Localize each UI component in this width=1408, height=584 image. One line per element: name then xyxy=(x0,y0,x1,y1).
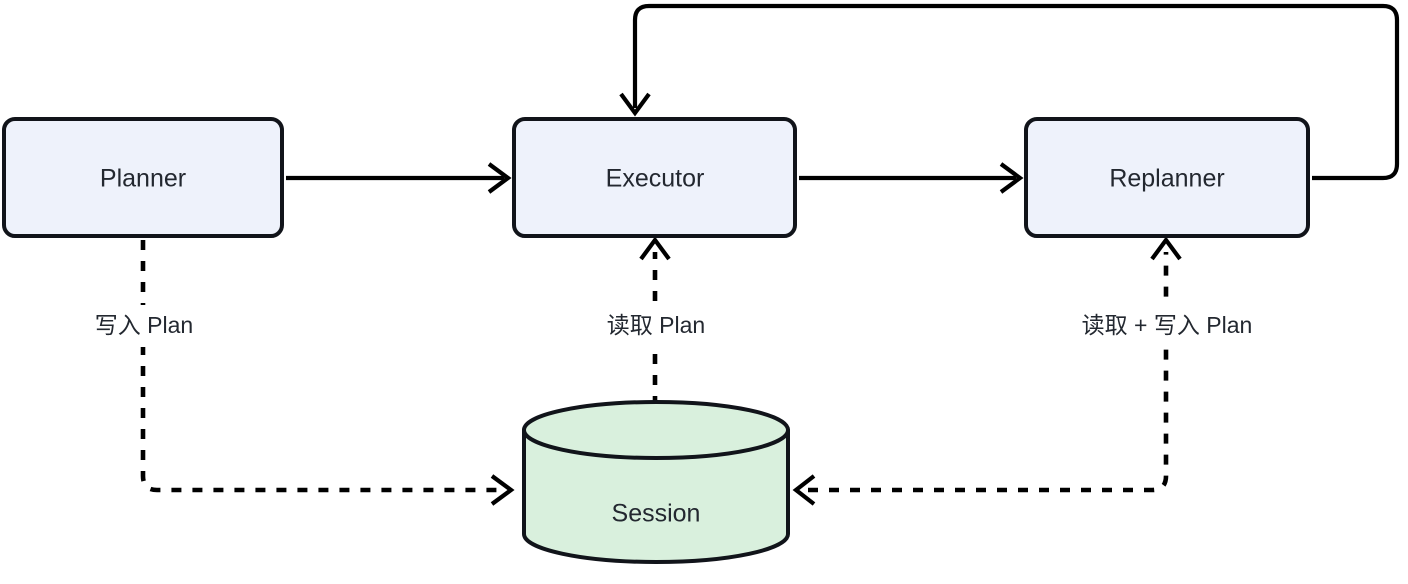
edge-planner-to-executor xyxy=(286,162,512,194)
edge-feedback-arrowhead xyxy=(619,92,651,117)
edge-label-read-write-plan: 读取 + 写入 Plan xyxy=(1055,305,1279,347)
node-replanner-shape[interactable] xyxy=(1024,117,1310,238)
edge-label-write-plan-text: 写入 Plan xyxy=(95,312,193,338)
edge-planner-to-session xyxy=(140,240,515,506)
edge-replanner-session-arrowhead-up xyxy=(1150,236,1182,261)
node-planner-label: Planner xyxy=(100,165,186,193)
edge-replanner-session xyxy=(792,236,1182,506)
node-planner-shape[interactable] xyxy=(2,117,284,238)
edge-label-read-plan: 读取 Plan xyxy=(578,305,734,347)
edge-label-read-write-plan-text: 读取 + 写入 Plan xyxy=(1082,312,1253,338)
edge-planner-to-executor-arrowhead xyxy=(487,162,512,194)
edge-replanner-session-arrowhead-left xyxy=(792,474,816,506)
node-replanner-label: Replanner xyxy=(1109,165,1224,193)
edge-label-read-write-plan-backdrop xyxy=(1055,305,1279,347)
edge-label-write-plan: 写入 Plan xyxy=(66,305,222,347)
node-planner[interactable]: Planner xyxy=(2,117,284,238)
node-session-top[interactable] xyxy=(522,400,790,460)
node-replanner[interactable]: Replanner xyxy=(1024,117,1310,238)
edge-executor-to-replanner-arrowhead xyxy=(999,162,1024,194)
edge-planner-to-session-arrowhead xyxy=(490,474,515,506)
edge-session-to-executor xyxy=(639,236,671,406)
node-executor[interactable]: Executor xyxy=(512,117,797,238)
edge-label-write-plan-backdrop xyxy=(66,305,222,347)
edge-label-read-plan-text: 读取 Plan xyxy=(607,312,705,338)
edge-executor-to-replanner xyxy=(799,162,1024,194)
edge-feedback-line xyxy=(632,3,1400,181)
edge-replanner-to-executor-feedback xyxy=(619,3,1400,181)
edge-planner-to-session-line xyxy=(140,240,503,493)
node-session-body[interactable] xyxy=(522,428,790,564)
edge-label-read-plan-backdrop xyxy=(578,305,734,347)
node-executor-shape[interactable] xyxy=(512,117,797,238)
edge-session-to-executor-arrowhead xyxy=(639,236,671,261)
node-session-label: Session xyxy=(612,500,701,528)
node-executor-label: Executor xyxy=(606,165,705,193)
edge-replanner-session-line xyxy=(808,252,1169,493)
node-session[interactable]: Session xyxy=(522,400,790,564)
